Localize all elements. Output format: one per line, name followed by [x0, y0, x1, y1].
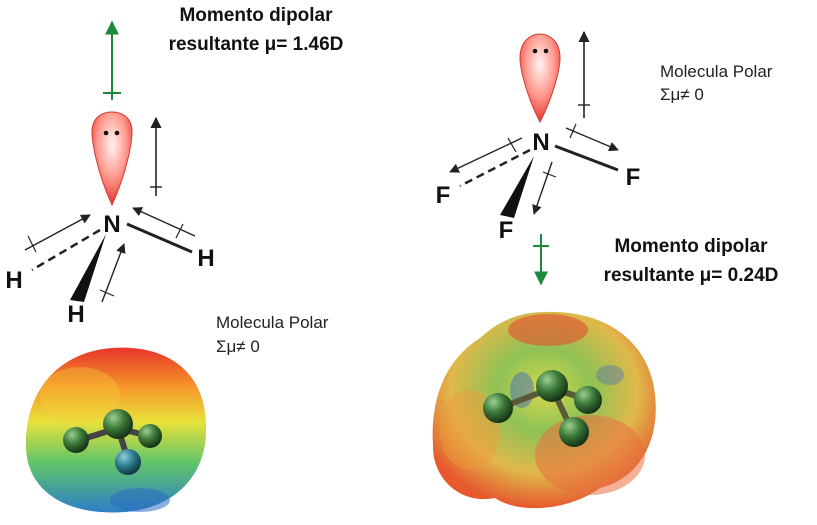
nf3-ligand-right: F — [626, 164, 641, 191]
nh3-bond-dipole-arrows — [24, 207, 196, 303]
nf3-polarity-label: Molecula Polar — [660, 62, 773, 81]
nh3-polarity-label: Molecula Polar — [216, 313, 329, 332]
nf3-ligand-left: F — [436, 182, 451, 209]
nh3-lonepair-dipole-arrow-icon — [150, 116, 162, 196]
nh3-ligand-right: H — [197, 245, 214, 272]
nf3-sum-label: Σμ≠ 0 — [660, 85, 704, 104]
nf3-electrostatic-potential-map-icon — [432, 311, 656, 509]
nf3-bonds — [459, 144, 619, 218]
nh3-center-atom: N — [103, 211, 120, 238]
nf3-resultant-title: Momento dipolar — [614, 236, 768, 257]
nh3-ligand-left: H — [5, 267, 22, 294]
nh3-resultant-title: Momento dipolar — [179, 5, 333, 26]
nf3-ligand-bottom: F — [499, 217, 514, 244]
nh3-lone-pair-lobe-icon — [91, 111, 133, 207]
nh3-sum-label: Σμ≠ 0 — [216, 337, 260, 356]
nf3-resultant-value: resultante μ= 0.24D — [603, 265, 779, 286]
nf3-lone-pair-lobe-icon — [519, 33, 561, 124]
nf3-center-atom: N — [532, 129, 549, 156]
nh3-bonds — [31, 222, 193, 302]
nf3-resultant-arrow — [533, 234, 549, 286]
nh3-resultant-arrow — [103, 20, 121, 100]
nh3-ligand-bottom: H — [67, 301, 84, 328]
nf3-lonepair-dipole-arrow-icon — [578, 30, 590, 118]
nh3-resultant-value: resultante μ= 1.46D — [168, 34, 344, 55]
nf3-bond-dipole-arrows — [449, 123, 619, 215]
nh3-electrostatic-potential-map-icon — [25, 347, 207, 513]
